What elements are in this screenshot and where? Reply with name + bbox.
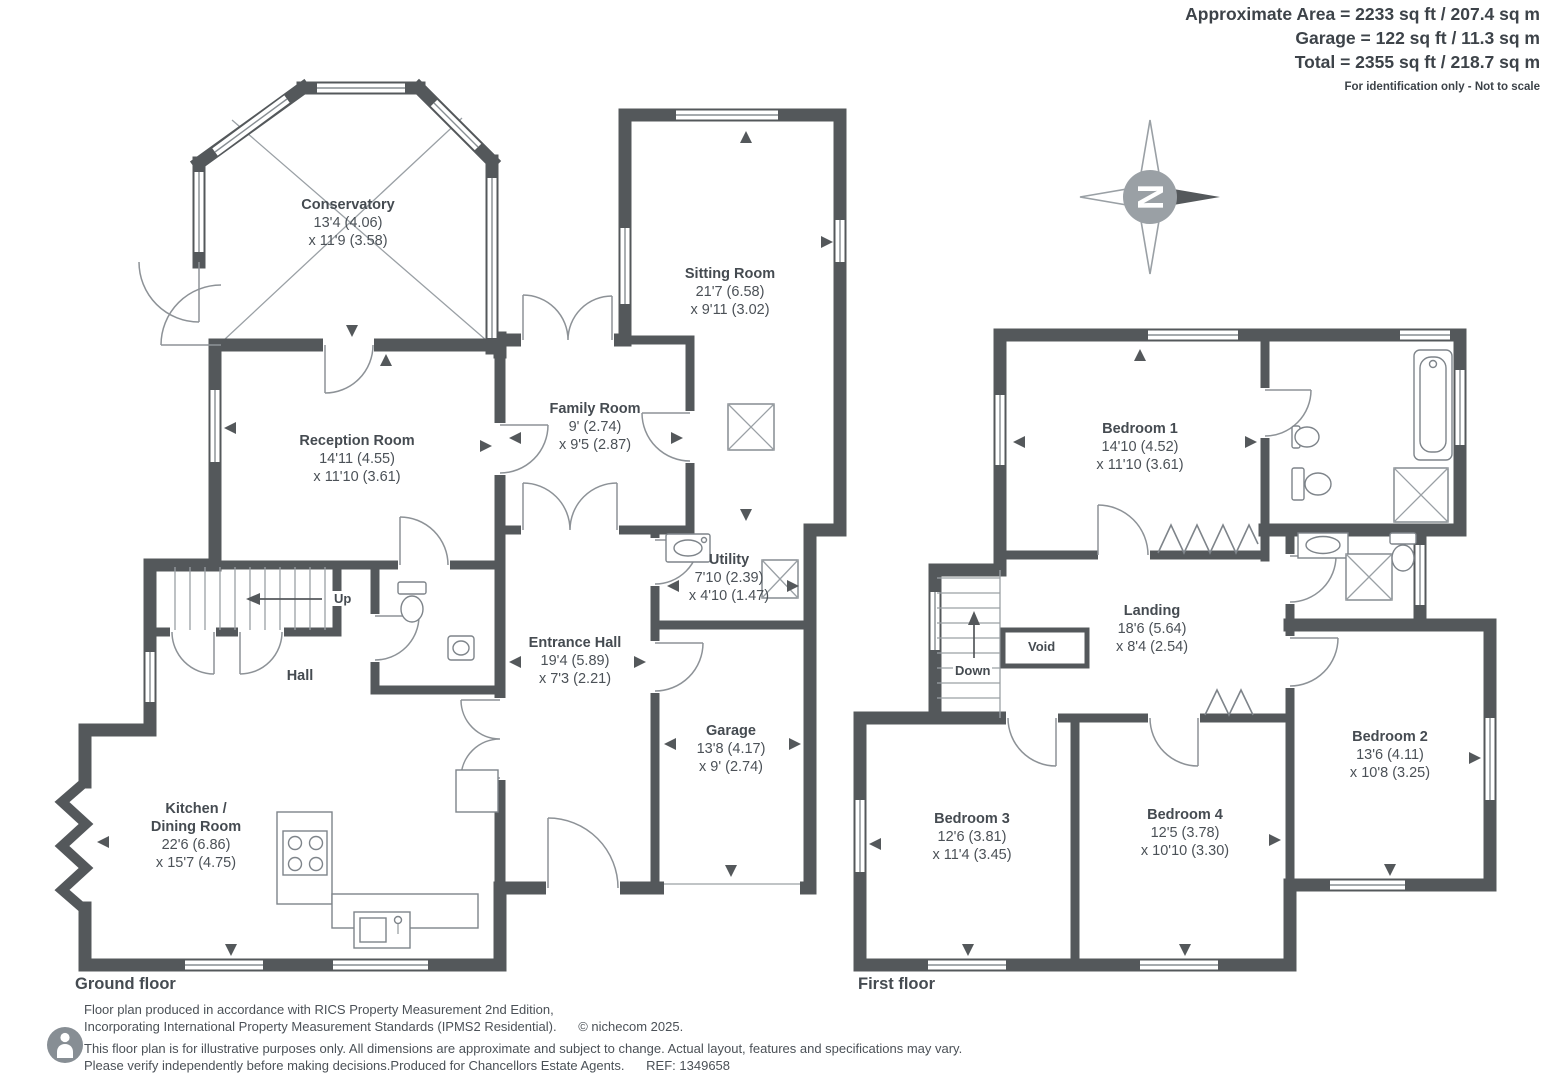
copyright-text: © nichecom 2025. bbox=[578, 1019, 684, 1034]
ground-floor-title: Ground floor bbox=[75, 975, 176, 993]
ground-stairs bbox=[174, 567, 326, 630]
room-label-hall: Hall bbox=[286, 668, 314, 684]
garage-area-text: Garage = 122 sq ft / 11.3 sq m bbox=[1295, 28, 1540, 48]
room-label-utility: Utility 7'10 (2.39) x 4'10 (1.47) bbox=[688, 552, 770, 604]
room-label-family-room: Family Room 9' (2.74) x 9'5 (2.87) bbox=[549, 401, 641, 453]
room-label-landing: Landing 18'6 (5.64) x 8'4 (2.54) bbox=[1115, 603, 1189, 655]
room-label-kitchen-dining: Kitchen / Dining Room 22'6 (6.86) x 15'7… bbox=[150, 801, 242, 871]
footer-verify-line: Please verify independently before makin… bbox=[84, 1058, 731, 1073]
wardrobe-bifold-doors bbox=[1157, 523, 1259, 717]
room-label-bedroom-2: Bedroom 2 13'6 (4.11) x 10'8 (3.25) bbox=[1349, 729, 1431, 781]
approximate-area-text: Approximate Area = 2233 sq ft / 207.4 sq… bbox=[1185, 4, 1540, 24]
stairs-up-label: Up bbox=[332, 591, 354, 606]
first-fixtures bbox=[1291, 349, 1453, 601]
identification-disclaimer: For identification only - Not to scale bbox=[1344, 81, 1540, 93]
kitchen-unit bbox=[455, 769, 499, 813]
stairs-down-label: Down bbox=[953, 663, 993, 678]
room-label-garage: Garage 13'8 (4.17) x 9' (2.74) bbox=[696, 723, 766, 775]
ensuite-toilet-icon bbox=[1389, 532, 1417, 545]
room-label-sitting-room: Sitting Room 21'7 (6.58) x 9'11 (3.02) bbox=[684, 266, 776, 318]
reference-number: REF: 1349658 bbox=[646, 1058, 731, 1073]
room-label-bedroom-4: Bedroom 4 12'5 (3.78) x 10'10 (3.30) bbox=[1140, 807, 1230, 859]
person-icon bbox=[46, 1026, 84, 1064]
wc-toilet-icon bbox=[397, 581, 427, 595]
room-label-conservatory: Conservatory 13'4 (4.06) x 11'9 (3.58) bbox=[301, 197, 395, 249]
footer-rics-line: Floor plan produced in accordance with R… bbox=[84, 1002, 554, 1017]
dimension-arrows bbox=[97, 131, 1481, 956]
footer-illustrative-line: This floor plan is for illustrative purp… bbox=[84, 1041, 963, 1056]
ground-floor-plan bbox=[54, 78, 847, 972]
total-area-text: Total = 2355 sq ft / 218.7 sq m bbox=[1294, 52, 1540, 72]
compass-icon: N bbox=[1079, 119, 1220, 275]
compass-letter: N bbox=[1130, 184, 1171, 210]
void-box bbox=[1000, 627, 1090, 669]
first-stairs bbox=[937, 577, 1000, 699]
first-floor-title: First floor bbox=[858, 975, 935, 993]
footer-ipms-line: Incorporating International Property Mea… bbox=[84, 1019, 684, 1034]
void-label: Void bbox=[1028, 639, 1056, 654]
room-label-reception-room: Reception Room 14'11 (4.55) x 11'10 (3.6… bbox=[299, 433, 415, 485]
first-floor-plan bbox=[853, 328, 1497, 972]
ground-fixtures bbox=[276, 403, 799, 949]
room-label-entrance-hall: Entrance Hall 19'4 (5.89) x 7'3 (2.21) bbox=[528, 635, 622, 687]
room-label-bedroom-3: Bedroom 3 12'6 (3.81) x 11'4 (3.45) bbox=[932, 811, 1012, 863]
toilet-icon bbox=[1291, 467, 1305, 501]
room-label-bedroom-1: Bedroom 1 14'10 (4.52) x 11'10 (3.61) bbox=[1096, 421, 1184, 473]
